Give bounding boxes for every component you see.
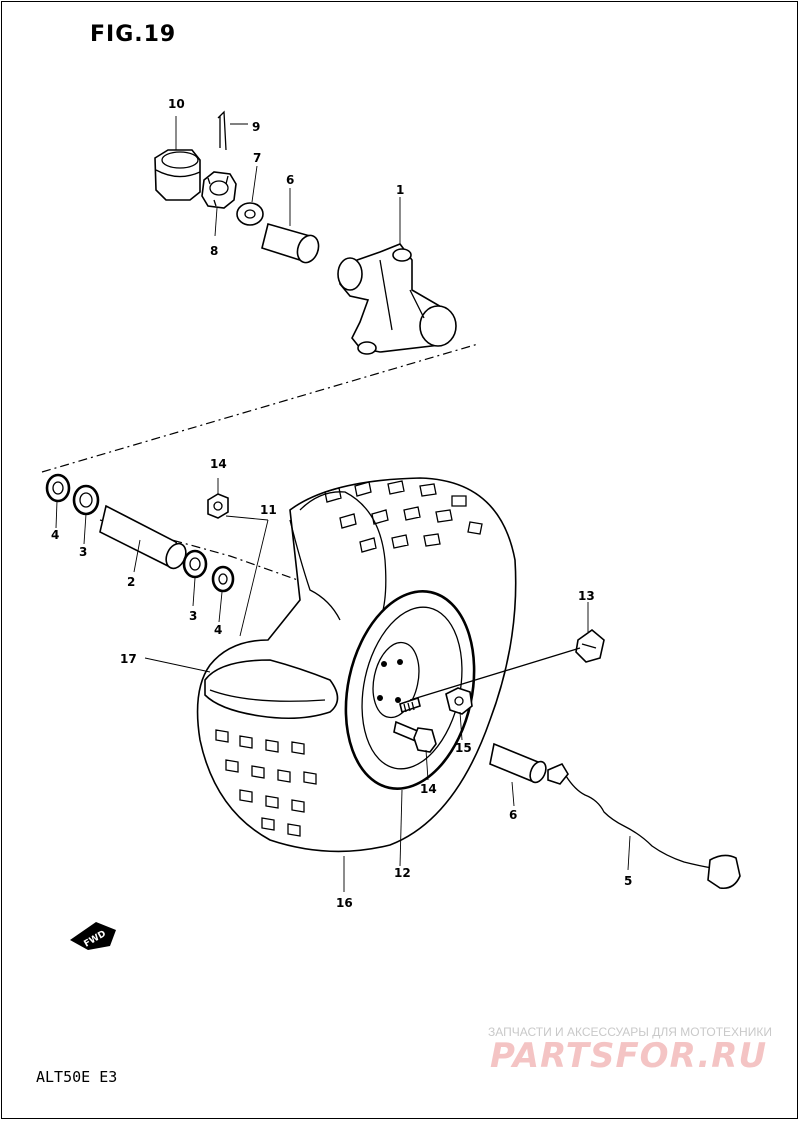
- castle-nut: [201, 171, 237, 209]
- leader-5: [627, 835, 631, 871]
- part-label-5: 5: [624, 874, 632, 888]
- bearing-left: [72, 484, 100, 516]
- leader-14-lower: [425, 749, 429, 781]
- part-label-14-lower: 14: [420, 782, 437, 796]
- wheel-bolt-lower: [393, 720, 437, 753]
- leader-17: [144, 657, 211, 673]
- part-label-9: 9: [252, 120, 260, 134]
- leader-15: [459, 711, 463, 741]
- part-label-15: 15: [455, 741, 472, 755]
- drawing-code: ALT50E E3: [36, 1068, 118, 1086]
- leader-7: [251, 165, 258, 203]
- spacer-upper: [261, 223, 320, 264]
- leader-4-right: [218, 591, 223, 623]
- part-label-7: 7: [253, 151, 261, 165]
- part-label-12: 12: [394, 866, 411, 880]
- wheel-hub: [337, 243, 457, 355]
- cable-assembly: [547, 762, 741, 890]
- valve-cap: [575, 628, 605, 663]
- watermark-logo: PARTSFOR.RU: [490, 1036, 768, 1076]
- figure-title: FIG.19: [90, 22, 177, 47]
- part-label-3-left: 3: [79, 545, 87, 559]
- part-label-16: 16: [336, 896, 353, 910]
- wheel-nut: [445, 687, 473, 715]
- leader-3-left: [83, 513, 87, 545]
- part-label-4-right: 4: [214, 623, 222, 637]
- leader-4-left: [55, 500, 58, 529]
- washer: [236, 202, 264, 226]
- leader-12: [399, 789, 403, 867]
- part-label-4-left: 4: [51, 528, 59, 542]
- nut-cover-part: [154, 149, 201, 201]
- part-label-13: 13: [578, 589, 595, 603]
- part-label-17: 17: [120, 652, 137, 666]
- leader-11b: [225, 515, 269, 521]
- part-label-14-upper: 14: [210, 457, 227, 471]
- axle-spacer: [99, 504, 187, 570]
- spacer-lower: [489, 742, 547, 784]
- oil-seal-left: [45, 473, 71, 503]
- bearing-right: [182, 549, 208, 579]
- part-label-8: 8: [210, 244, 218, 258]
- part-label-6-upper: 6: [286, 173, 294, 187]
- oil-seal-right: [211, 565, 235, 593]
- leader-11: [239, 519, 269, 637]
- leader-6-lower: [511, 781, 515, 807]
- watermark-tagline: ЗАПЧАСТИ И АКСЕССУАРЫ ДЛЯ МОТОТЕХНИКИ: [488, 1025, 772, 1039]
- valve-stem: [409, 647, 581, 701]
- part-label-6-lower: 6: [509, 808, 517, 822]
- part-label-2: 2: [127, 575, 135, 589]
- part-label-3-right: 3: [189, 609, 197, 623]
- small-nut-14: [207, 493, 229, 519]
- part-label-10: 10: [168, 97, 185, 111]
- part-label-1: 1: [396, 183, 404, 197]
- cotter-pin: [217, 110, 227, 151]
- leader-3-right: [192, 577, 196, 607]
- part-label-11: 11: [260, 503, 277, 517]
- forward-arrow: [70, 922, 116, 950]
- leader-2: [133, 539, 141, 573]
- leader-8: [214, 207, 218, 237]
- axis-line-upper: [41, 343, 479, 473]
